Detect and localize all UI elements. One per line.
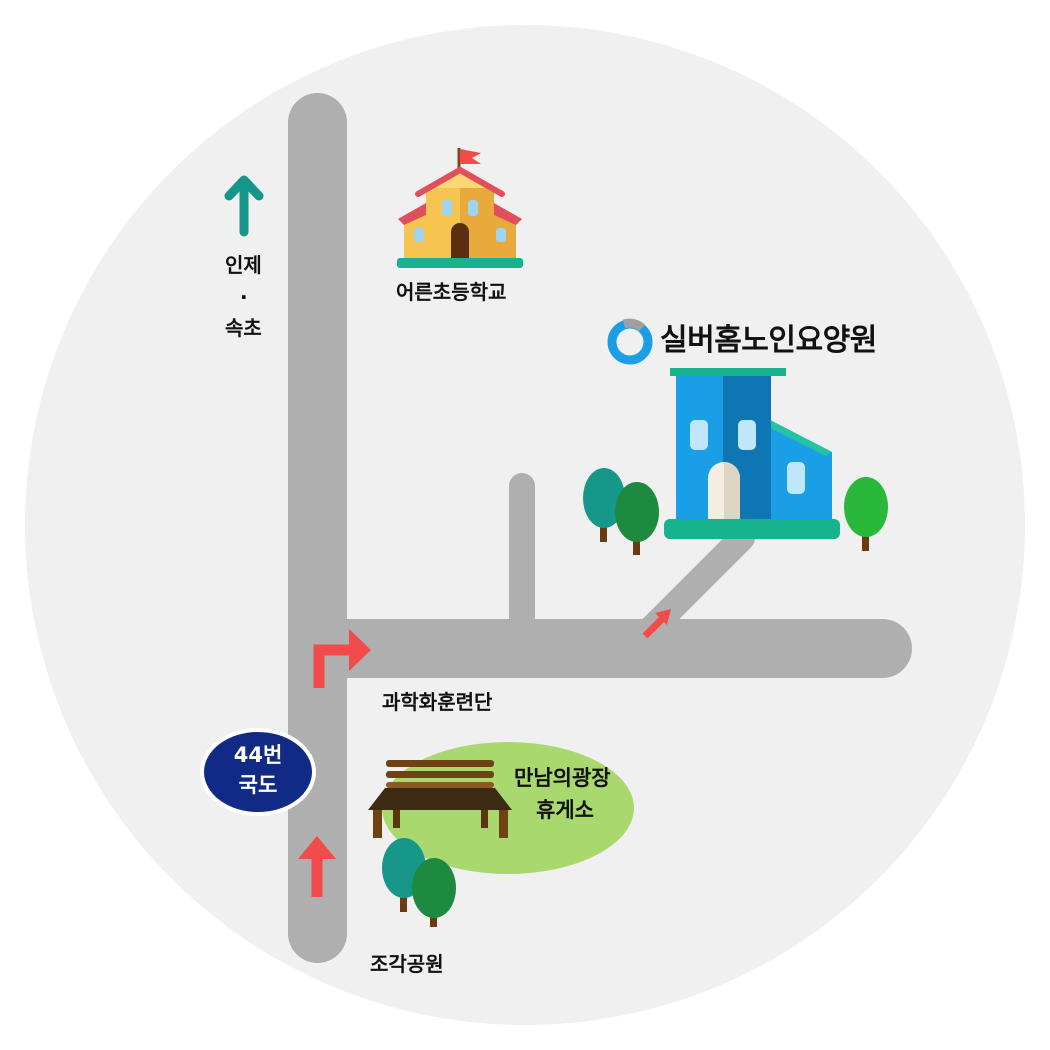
rest-area-label: 만남의광장 bbox=[514, 766, 611, 790]
north-destination-separator: · bbox=[240, 285, 248, 309]
bench-icon bbox=[368, 760, 512, 838]
branch-road-horizontal bbox=[288, 619, 912, 678]
highway-badge bbox=[200, 728, 316, 816]
school-label: 어른초등학교 bbox=[396, 280, 507, 304]
north-destination-label: 인제 bbox=[225, 253, 262, 277]
highway-badge-number: 44번 bbox=[233, 743, 283, 767]
nursing-home-logo-icon bbox=[607, 318, 653, 365]
main-road-vertical bbox=[288, 93, 347, 963]
nursing-home-building-icon bbox=[664, 368, 840, 539]
sculpture-park-label: 조각공원 bbox=[370, 952, 444, 976]
training-center-label: 과학화훈련단 bbox=[382, 690, 493, 714]
school-building-icon bbox=[397, 148, 523, 268]
nursing-home-label: 실버홈노인요양원 bbox=[660, 323, 877, 358]
straight-arrow-icon bbox=[298, 836, 336, 897]
north-arrow-icon bbox=[224, 175, 264, 237]
side-road-stub bbox=[509, 473, 535, 633]
rest-area-label-2: 휴게소 bbox=[536, 798, 594, 822]
tree-icon bbox=[615, 482, 659, 555]
north-destination-label-2: 속초 bbox=[225, 316, 262, 340]
diagonal-arrow-icon bbox=[642, 609, 671, 639]
highway-badge-type: 국도 bbox=[238, 773, 278, 797]
tree-icon bbox=[583, 468, 625, 542]
tree-icon bbox=[412, 858, 456, 927]
turn-right-arrow-icon bbox=[313, 629, 371, 688]
road-network bbox=[288, 93, 912, 963]
tree-icon bbox=[844, 477, 888, 551]
